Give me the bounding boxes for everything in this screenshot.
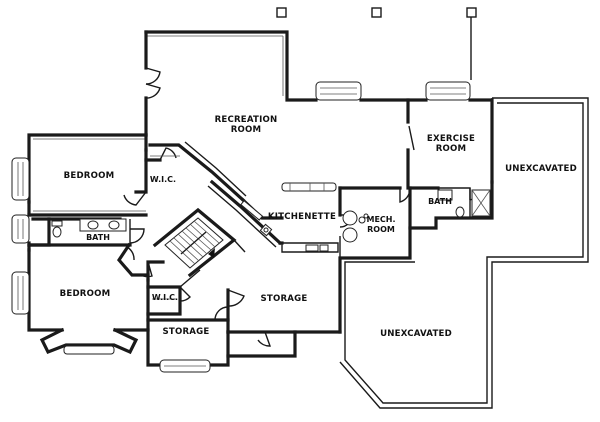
recreation-room-label-line2: ROOM (231, 125, 262, 135)
fixtures (51, 155, 491, 300)
staircase (164, 217, 224, 269)
bay-windows (11, 81, 471, 373)
unexcavated-areas (339, 97, 589, 409)
recreation-room-label-line1: RECREATION (215, 115, 278, 125)
kitchenette-label: KITCHENETTE (268, 212, 336, 222)
mech-room-label-line2: ROOM (367, 225, 395, 234)
exercise-room-label-line2: ROOM (436, 144, 467, 154)
room-labels: RECREATION ROOM EXERCISE ROOM UNEXCAVATE… (60, 115, 577, 339)
mech-room-label-line1: MECH. (366, 215, 395, 224)
unexcavated-bottom-label: UNEXCAVATED (380, 329, 452, 339)
exterior-posts (276, 7, 477, 80)
bedroom-bottom-label: BEDROOM (60, 289, 111, 299)
storage-left-label: STORAGE (163, 327, 210, 337)
exterior-walls (27, 30, 494, 367)
wic-top-label: W.I.C. (150, 175, 176, 184)
wic-bottom-label: W.I.C. (152, 293, 178, 302)
door-swings (118, 67, 483, 347)
unexcavated-top-label: UNEXCAVATED (505, 164, 577, 174)
interior-walls (27, 98, 471, 334)
exercise-room-label-line1: EXERCISE (427, 134, 475, 144)
storage-center-label: STORAGE (261, 294, 308, 304)
bath-right-label: BATH (428, 197, 452, 206)
bedroom-top-label: BEDROOM (64, 171, 115, 181)
bath-left-label: BATH (86, 233, 110, 242)
